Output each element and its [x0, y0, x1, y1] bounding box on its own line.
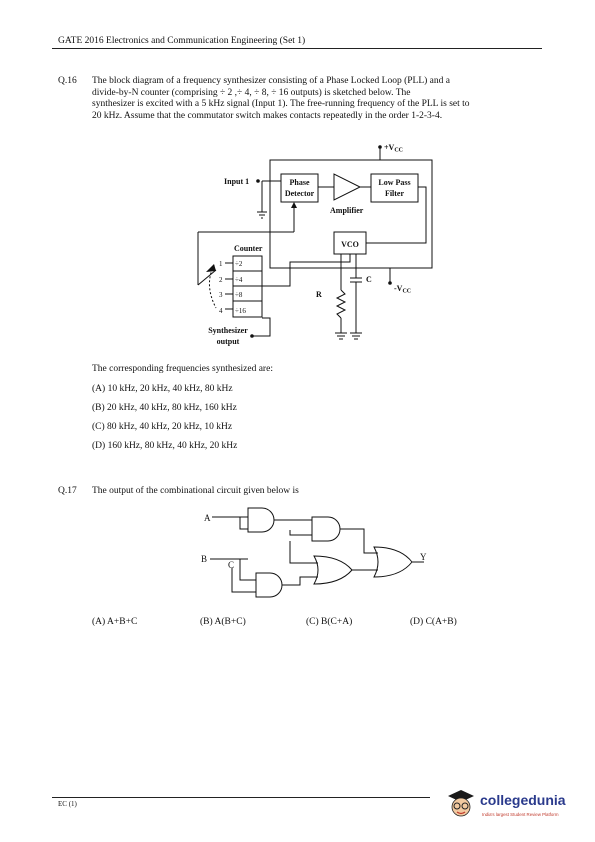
brand-name: collegedunia [480, 792, 566, 808]
vcc-pos-label: +VCC [384, 143, 403, 154]
phase-detector-box [280, 173, 319, 203]
q16-prompt: The corresponding frequencies synthesize… [92, 364, 273, 374]
synth-output-label-2: output [217, 337, 240, 346]
lpf-box [370, 173, 419, 203]
logic-circuit-diagram: A B C Y [201, 507, 427, 598]
commutator-arrow-icon [206, 264, 216, 272]
collegedunia-logo: collegedunia India's largest Student Rev… [446, 786, 566, 828]
or-gate-1 [313, 555, 353, 585]
amplifier-symbol [333, 173, 362, 201]
counter-out-16: ÷16 [235, 307, 246, 315]
q16-option-b: (B) 20 kHz, 40 kHz, 80 kHz, 160 kHz [92, 403, 237, 413]
q17-option-b: (B) A(B+C) [200, 617, 246, 627]
synth-output-wire [252, 317, 271, 337]
vco-label: VCO [341, 240, 359, 249]
input-b-label: B [201, 554, 207, 564]
resistor-r [335, 289, 347, 319]
phase-detector-label-1: Phase [290, 178, 310, 187]
output-y-label: Y [420, 552, 427, 562]
lpf-label-2: Filter [385, 189, 405, 198]
counter-out-8: ÷8 [235, 291, 243, 299]
counter-out-2: ÷2 [235, 260, 243, 268]
contact-1: 1 [219, 260, 223, 268]
q16-option-c: (C) 80 kHz, 40 kHz, 20 kHz, 10 kHz [92, 422, 233, 432]
amplifier-label: Amplifier [330, 206, 364, 215]
contact-2: 2 [219, 276, 223, 284]
brand-tagline: India's largest Student Review Platform [482, 812, 559, 817]
contact-4: 4 [219, 307, 223, 315]
q17-text: The output of the combinational circuit … [92, 486, 299, 496]
counter-label: Counter [234, 244, 263, 253]
and-gate-2 [311, 516, 341, 542]
header-divider [52, 48, 542, 49]
phase-detector-label-2: Detector [285, 189, 315, 198]
lpf-label-1: Low Pass [378, 178, 410, 187]
q17-option-d: (D) C(A+B) [410, 617, 457, 627]
r-label: R [316, 290, 322, 299]
vcc-neg-label: -VCC [394, 284, 411, 295]
or-gate-output [373, 546, 413, 578]
q16-line-4: 20 kHz. Assume that the commutator switc… [92, 110, 443, 121]
counter-out-4: ÷4 [235, 276, 243, 284]
input-a-label: A [204, 513, 211, 523]
contact-3: 3 [219, 291, 223, 299]
pll-synthesizer-diagram: +VCC Input 1 Phase Detector Low Pass Fil… [197, 143, 433, 346]
q16-line-1: The block diagram of a frequency synthes… [92, 76, 450, 86]
pll-enclosure [269, 159, 433, 269]
and-gate-3 [255, 572, 283, 598]
input-label: Input 1 [224, 177, 249, 186]
q17-option-a: (A) A+B+C [92, 617, 138, 627]
feedback-arrow-icon [291, 202, 297, 208]
and-gate-1 [247, 507, 275, 533]
q16-option-d: (D) 160 kHz, 80 kHz, 40 kHz, 20 kHz [92, 441, 238, 451]
q16-line-3: synthesizer is excited with a 5 kHz sign… [92, 99, 470, 110]
q17-number: Q.17 [58, 486, 77, 496]
q17-option-c: (C) B(C+A) [306, 617, 353, 627]
synth-output-label-1: Synthesizer [208, 326, 248, 335]
c-label: C [366, 275, 372, 284]
lpf-to-vco-wire [366, 186, 427, 244]
commutator-arc [209, 264, 217, 309]
graduate-mascot-icon [448, 790, 474, 817]
q16-line-2: divide-by-N counter (comprising ÷ 2 ,÷ 4… [92, 87, 411, 98]
commutator-arm [197, 269, 217, 286]
q16-option-a: (A) 10 kHz, 20 kHz, 40 kHz, 80 kHz [92, 384, 233, 394]
input-c-label: C [228, 560, 234, 570]
footer-code: EC (1) [58, 800, 77, 808]
footer-divider [52, 797, 430, 798]
page-header: GATE 2016 Electronics and Communication … [58, 36, 306, 46]
q16-number: Q.16 [58, 76, 77, 86]
q16-text: The block diagram of a frequency synthes… [92, 76, 536, 122]
vco-to-counter-wire [262, 254, 351, 287]
